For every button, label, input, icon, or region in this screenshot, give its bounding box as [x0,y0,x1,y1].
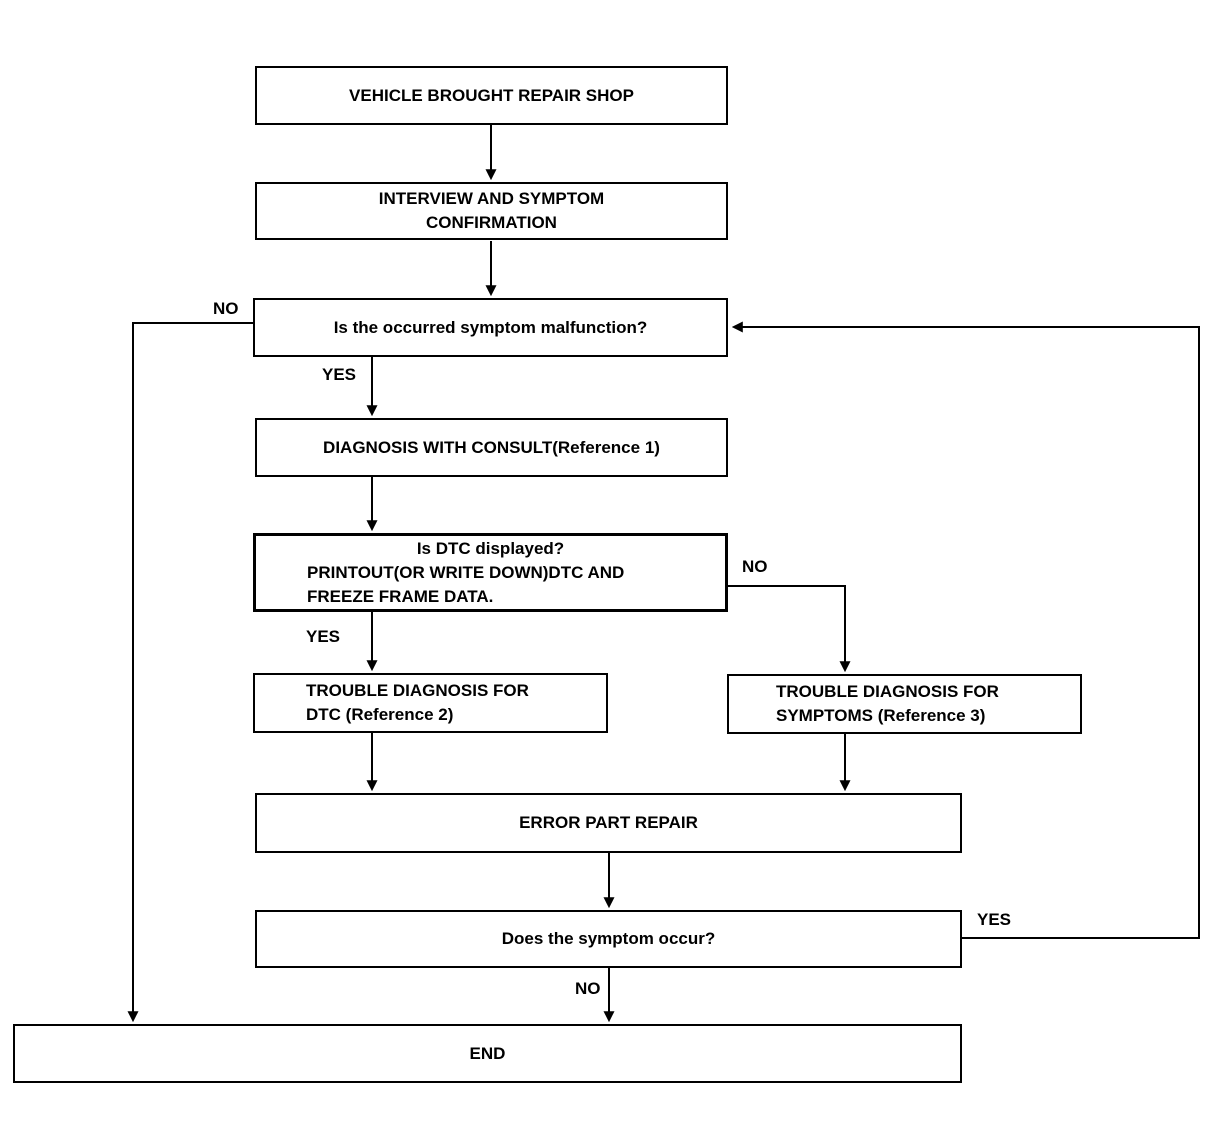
node-label: ERROR PART REPAIR [519,813,698,832]
node-label: PRINTOUT(OR WRITE DOWN)DTC AND [307,562,625,582]
node-label: END [469,1043,506,1063]
node-diagnosis-with-consult: DIAGNOSIS WITH CONSULT(Reference 1) [255,418,728,477]
node-interview-symptom-confirmation: INTERVIEW AND SYMPTOM CONFIRMATION [255,182,728,240]
node-label: CONFIRMATION [426,213,557,232]
edge-label-no-occur: NO [575,979,601,998]
node-label: Does the symptom occur? [501,929,716,948]
edge-no-symptom-line [127,322,255,1023]
node-label: TROUBLE DIAGNOSIS FOR [306,681,529,700]
edge-label-yes-occur: YES [977,910,1012,929]
node-does-symptom-occur: Does the symptom occur? [255,910,962,968]
node-trouble-diagnosis-symptoms: TROUBLE DIAGNOSIS FOR SYMPTOMS (Referenc… [727,674,1082,734]
node-is-dtc-displayed: Is DTC displayed? PRINTOUT(OR WRITE DOWN… [253,533,728,612]
node-vehicle-brought-repair-shop: VEHICLE BROUGHT REPAIR SHOP [255,66,728,125]
node-label: INTERVIEW AND SYMPTOM [378,189,605,208]
node-label: Is DTC displayed? [416,538,565,558]
node-label: DIAGNOSIS WITH CONSULT(Reference 1) [323,437,660,457]
edge-label-no-dtc: NO [742,557,768,576]
node-label: SYMPTOMS (Reference 3) [776,706,986,725]
edge-yes-occur-line [731,321,1200,939]
node-label: VEHICLE BROUGHT REPAIR SHOP [349,85,634,105]
edge-label-yes-dtc: YES [306,627,341,646]
node-label: Is the occurred symptom malfunction? [333,317,648,337]
edge-label-yes-symptom: YES [322,365,357,384]
node-is-symptom-malfunction: Is the occurred symptom malfunction? [253,298,728,357]
node-label: FREEZE FRAME DATA. [307,586,494,606]
node-end: END [13,1024,962,1083]
node-label: TROUBLE DIAGNOSIS FOR [776,682,999,701]
edge-no-dtc-line [728,585,851,673]
node-error-part-repair: ERROR PART REPAIR [255,793,962,853]
edge-label-no-symptom: NO [213,299,239,318]
node-label: DTC (Reference 2) [306,705,454,724]
node-trouble-diagnosis-dtc: TROUBLE DIAGNOSIS FOR DTC (Reference 2) [253,673,608,733]
